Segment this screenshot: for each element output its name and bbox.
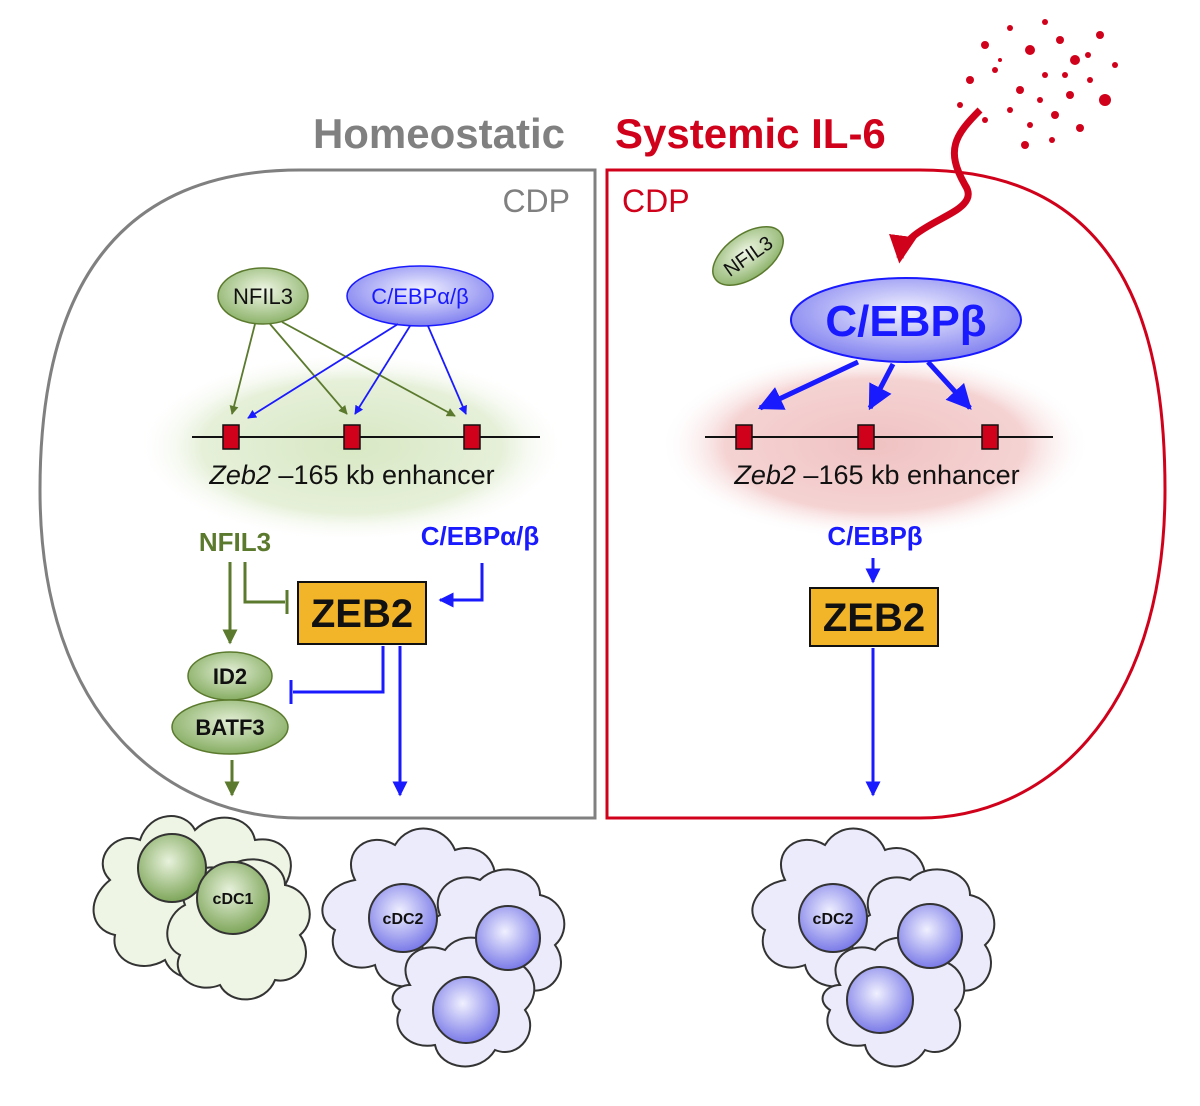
zeb2-box-right [809,587,939,647]
nfil3-label-left: NFIL3 [199,527,271,557]
nfil3-inhibits-zeb2 [243,562,285,604]
enhancer-halo-right [660,350,1090,540]
zeb2-box-left [297,581,427,645]
cdc2-cell-cluster-right: cDC2 [751,827,996,1068]
cdc1-label: cDC1 [213,891,254,908]
zeb2-label-left: ZEB2 [311,592,413,636]
enhancer-gene-right: Zeb2 [733,460,796,490]
cebpb-oval-label-right: C/EBPβ [825,297,986,346]
il6-signal-arrow [889,107,983,264]
enhancer-site-left-2 [343,424,361,450]
enhancer-label-left: Zeb2 –165 kb enhancer [208,460,494,490]
id2-label: ID2 [213,664,247,689]
cebp-ab-oval-label-left: C/EBPα/β [371,284,469,309]
cdp-cell-il6 [605,168,1167,820]
cebpb-label-right: C/EBPβ [827,521,922,551]
cdp-cell-homeostatic [38,168,597,820]
cdc1-cell-cluster: cDC1 [92,815,311,1001]
cdc2-cell-cluster-left: cDC2 [321,827,566,1068]
nfil3-oval-label-left: NFIL3 [233,284,293,309]
enhancer-gene-left: Zeb2 [208,460,271,490]
cebp-ab-oval-left [346,265,494,327]
title-homeostatic: Homeostatic [313,110,565,157]
cebp-to-zeb2-arrow [438,563,484,608]
nfil3-oval-right: NFIL3 [712,226,784,286]
enhancer-site-left-3 [463,424,481,450]
cebp-ab-label-left: C/EBPα/β [421,521,540,551]
enhancer-label-right: Zeb2 –165 kb enhancer [733,460,1019,490]
nfil3-binding-arrows [229,321,456,417]
cdc2-label-right: cDC2 [813,911,854,928]
title-systemic-il6: Systemic IL-6 [615,110,886,157]
enhancer-site-right-2 [857,424,875,450]
cebp-binding-arrows [247,323,467,419]
enhancer-site-left-1 [222,424,240,450]
batf3-oval [171,699,289,755]
zeb2-label-right: ZEB2 [823,596,925,640]
enhancer-rest-right: –165 kb enhancer [796,460,1020,490]
cdc2-label-left: cDC2 [383,911,424,928]
zeb2-inhibits-id2 [293,646,385,694]
cdp-label-right: CDP [622,183,690,219]
batf3-label: BATF3 [195,715,264,740]
cdp-label-left: CDP [502,183,570,219]
enhancer-rest-left: –165 kb enhancer [271,460,495,490]
nfil3-oval-left [217,267,309,325]
il6-dot-cloud [957,19,1118,149]
cebpb-binding-arrows [757,359,972,411]
enhancer-site-right-3 [981,424,999,450]
enhancer-site-right-1 [735,424,753,450]
cebpb-oval-right [790,277,1022,363]
